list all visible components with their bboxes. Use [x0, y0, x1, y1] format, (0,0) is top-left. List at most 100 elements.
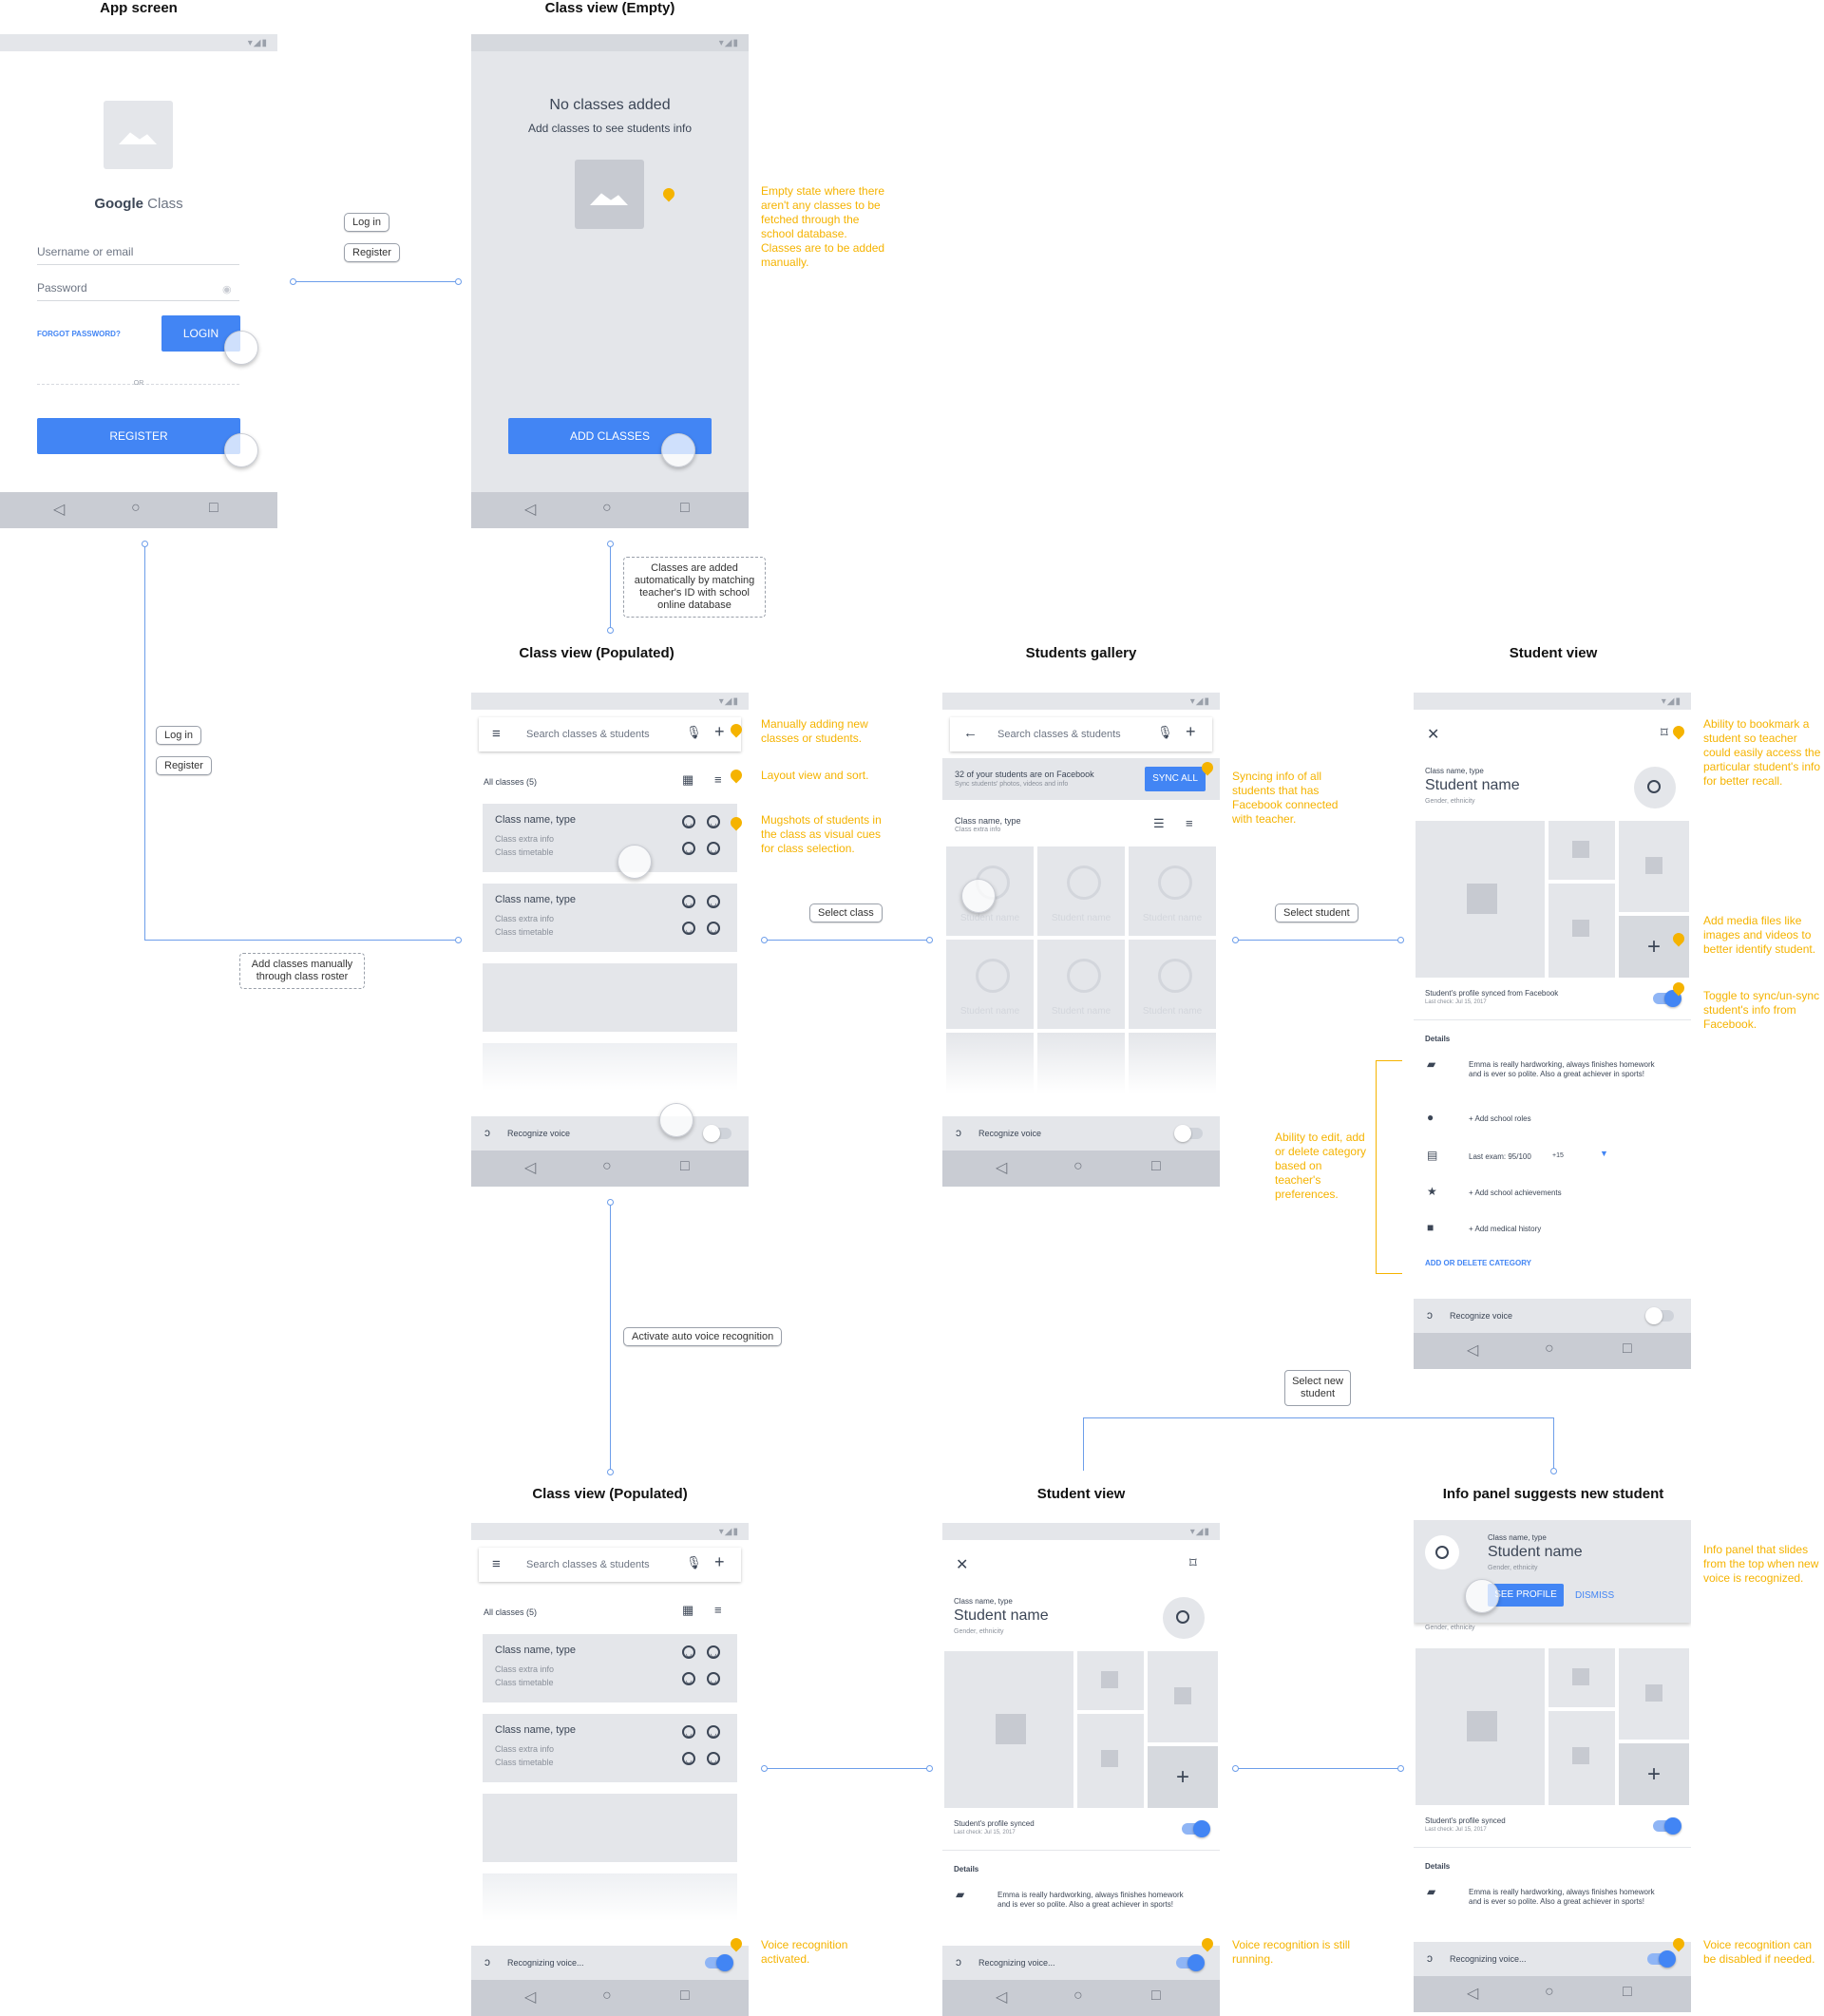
search-input[interactable]: Search classes & students	[998, 729, 1121, 740]
search-input[interactable]: Search classes & students	[526, 729, 650, 740]
search-bar[interactable]: ≡ Search classes & students 🎙 +	[479, 1548, 741, 1582]
back-icon[interactable]: ◁	[524, 1160, 537, 1176]
media-image[interactable]	[1416, 821, 1545, 978]
recents-icon[interactable]: □	[680, 1987, 690, 2004]
home-icon[interactable]: ○	[602, 1987, 612, 2004]
recents-icon[interactable]: □	[209, 500, 218, 516]
sync-toggle[interactable]	[1653, 1817, 1682, 1835]
home-icon[interactable]: ○	[1545, 1341, 1554, 1357]
forgot-password-link[interactable]: FORGOT PASSWORD?	[37, 330, 121, 338]
list-view-icon[interactable]: ☰	[1153, 816, 1165, 830]
student-tile[interactable]: Student name	[1129, 846, 1216, 936]
divider	[37, 384, 239, 385]
class-card[interactable]: Class name, type Class extra info Class …	[483, 1634, 737, 1702]
see-profile-button[interactable]: SEE PROFILE	[1488, 1584, 1564, 1607]
bookmark-icon[interactable]: ⌑	[1189, 1555, 1197, 1571]
add-media-button[interactable]: +	[1619, 916, 1689, 978]
voice-toggle[interactable]	[1174, 1125, 1203, 1142]
voice-toggle[interactable]	[1647, 1950, 1676, 1968]
recents-icon[interactable]: □	[680, 500, 690, 516]
back-icon[interactable]: ◁	[1467, 1986, 1479, 2002]
media-image[interactable]	[1416, 1648, 1545, 1805]
media-video[interactable]	[1077, 1651, 1144, 1710]
grid-view-icon[interactable]: ▦	[682, 1603, 694, 1617]
register-button[interactable]: REGISTER	[37, 418, 240, 454]
add-delete-category-link[interactable]: ADD OR DELETE CATEGORY	[1425, 1259, 1532, 1267]
sort-icon[interactable]: ≡	[714, 772, 722, 787]
search-input[interactable]: Search classes & students	[526, 1559, 650, 1570]
class-card[interactable]: Class name, type Class extra info Class …	[483, 804, 737, 872]
menu-icon[interactable]: ≡	[492, 726, 501, 742]
recents-icon[interactable]: □	[680, 1158, 690, 1174]
chevron-down-icon[interactable]: ▼	[1600, 1149, 1608, 1158]
password-field[interactable]: Password	[37, 281, 239, 301]
student-tile[interactable]: Student name	[946, 940, 1034, 1029]
back-icon[interactable]: ◁	[996, 1160, 1008, 1176]
add-icon[interactable]: +	[714, 1552, 725, 1571]
add-achievements[interactable]: + Add school achievements	[1469, 1189, 1562, 1197]
home-icon[interactable]: ○	[1074, 1987, 1083, 2004]
student-tile[interactable]: Student name	[1037, 846, 1125, 936]
mic-icon[interactable]: 🎙	[686, 725, 702, 739]
eye-icon[interactable]: ◉	[222, 284, 232, 295]
voice-toggle[interactable]	[705, 1954, 733, 1971]
home-icon[interactable]: ○	[131, 500, 141, 516]
username-field[interactable]: Username or email	[37, 245, 239, 265]
brand-title: Google Class	[0, 196, 277, 212]
voice-toggle[interactable]	[1645, 1307, 1674, 1324]
voice-toggle[interactable]	[1176, 1954, 1205, 1971]
sync-all-button[interactable]: SYNC ALL	[1145, 767, 1206, 791]
media-image[interactable]	[1548, 884, 1615, 978]
sort-icon[interactable]: ≡	[714, 1603, 722, 1617]
student-tile[interactable]: Student name	[1037, 940, 1125, 1029]
recents-icon[interactable]: □	[1151, 1158, 1161, 1174]
sync-toggle[interactable]	[1653, 990, 1682, 1007]
back-icon[interactable]: ◁	[524, 502, 537, 518]
add-medical-history[interactable]: + Add medical history	[1469, 1225, 1542, 1233]
close-icon[interactable]: ✕	[1427, 727, 1440, 743]
recents-icon[interactable]: □	[1623, 1984, 1632, 2000]
media-video[interactable]	[1548, 821, 1615, 880]
recents-icon[interactable]: □	[1151, 1987, 1161, 2004]
class-card[interactable]: Class name, type Class extra info Class …	[483, 1714, 737, 1782]
media-image[interactable]	[1619, 821, 1689, 912]
mic-icon[interactable]: 🎙	[686, 1555, 702, 1569]
sync-toggle[interactable]	[1182, 1820, 1210, 1837]
home-icon[interactable]: ○	[1545, 1984, 1554, 2000]
student-tile[interactable]: Student name	[1129, 940, 1216, 1029]
media-image[interactable]	[1548, 1711, 1615, 1805]
add-icon[interactable]: +	[1186, 722, 1196, 741]
login-button[interactable]: LOGIN	[162, 315, 240, 352]
media-video[interactable]	[1548, 1648, 1615, 1707]
grid-view-icon[interactable]: ▦	[682, 772, 694, 787]
add-icon[interactable]: +	[714, 722, 725, 741]
voice-toggle[interactable]	[703, 1125, 732, 1142]
back-icon[interactable]: ◁	[996, 1989, 1008, 2006]
media-image[interactable]	[1619, 1648, 1689, 1740]
phone-class-populated: ▾◢▮ ≡ Search classes & students 🎙 + All …	[471, 693, 749, 1187]
search-bar[interactable]: ≡ Search classes & students 🎙 +	[479, 717, 741, 751]
bookmark-icon[interactable]: ⌑	[1661, 725, 1668, 741]
home-icon[interactable]: ○	[602, 1158, 612, 1174]
back-icon[interactable]: ◁	[1467, 1342, 1479, 1359]
media-image[interactable]	[944, 1651, 1074, 1808]
home-icon[interactable]: ○	[602, 500, 612, 516]
sort-icon[interactable]: ≡	[1186, 816, 1193, 830]
add-media-button[interactable]: +	[1148, 1746, 1218, 1808]
search-bar[interactable]: ← Search classes & students 🎙 +	[950, 717, 1212, 751]
media-image[interactable]	[1148, 1651, 1218, 1742]
mic-icon[interactable]: 🎙	[1157, 725, 1173, 739]
back-arrow-icon[interactable]: ←	[963, 725, 978, 741]
media-image[interactable]	[1077, 1714, 1144, 1808]
home-icon[interactable]: ○	[1074, 1158, 1083, 1174]
back-icon[interactable]: ◁	[53, 502, 66, 518]
menu-icon[interactable]: ≡	[492, 1556, 501, 1572]
class-card[interactable]: Class name, type Class extra info Class …	[483, 884, 737, 952]
dismiss-button[interactable]: DISMISS	[1575, 1590, 1615, 1601]
back-icon[interactable]: ◁	[524, 1989, 537, 2006]
add-media-button[interactable]: +	[1619, 1743, 1689, 1805]
note-bookmark: Ability to bookmark a student so teacher…	[1703, 717, 1821, 788]
recents-icon[interactable]: □	[1623, 1341, 1632, 1357]
add-school-roles[interactable]: + Add school roles	[1469, 1114, 1531, 1123]
close-icon[interactable]: ✕	[956, 1557, 969, 1573]
